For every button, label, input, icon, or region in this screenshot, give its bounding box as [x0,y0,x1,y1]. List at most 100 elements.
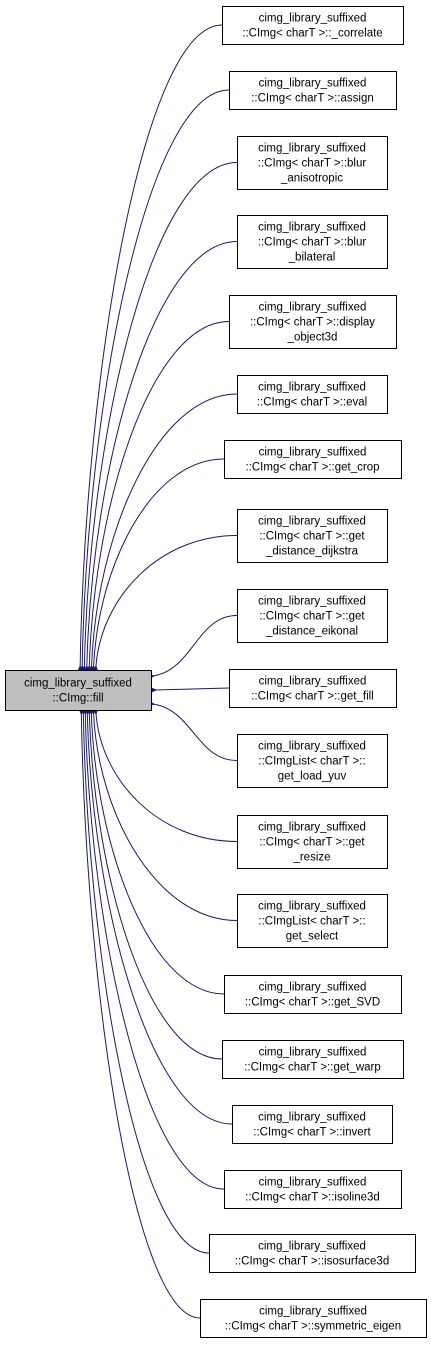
caller-node[interactable]: cimg_library_suffixed::CImg< charT >::sy… [200,1299,427,1338]
caller-node[interactable]: cimg_library_suffixed::CImg< charT >::_c… [222,6,404,45]
caller-node[interactable]: cimg_library_suffixed::CImgList< charT >… [237,734,388,788]
call-edge [89,713,223,1060]
caller-node[interactable]: cimg_library_suffixed::CImg< charT >::in… [232,1105,393,1144]
node-label-line: ::CImg< charT >::blur [258,158,367,170]
node-box [224,975,402,1014]
node-label-line: cimg_library_suffixed [258,596,366,608]
node-label-line: ::CImg< charT >::display [250,317,375,329]
node-label-line: cimg_library_suffixed [259,1177,367,1189]
node-label-line: ::CImgList< charT >:: [258,756,365,768]
call-edge [94,458,225,667]
node-label-line: cimg_library_suffixed [258,741,366,753]
node-label-line: ::CImg< charT >::assign [251,93,374,105]
caller-node[interactable]: cimg_library_suffixed::CImg< charT >::ge… [222,1040,404,1079]
node-label-line: cimg_library_suffixed [258,1112,366,1124]
node-box [237,509,388,563]
caller-node[interactable]: cimg_library_suffixed::CImg< charT >::ge… [224,440,402,479]
node-label-line: cimg_library_suffixed [258,382,366,394]
node-box [5,670,152,711]
node-label-line: cimg_library_suffixed [259,982,367,994]
node-label-line: cimg_library_suffixed [258,516,366,528]
node-label-line: ::CImg< charT >::get_warp [244,1062,381,1074]
node-label-line: cimg_library_suffixed [258,901,366,913]
node-box [232,1105,393,1144]
node-label-line: cimg_library_suffixed [258,1241,366,1253]
node-label-line: ::CImg< charT >::_correlate [242,28,382,40]
call-edge [85,713,225,1190]
node-box [224,1170,402,1209]
node-label-line: ::CImg::fill [52,693,103,705]
call-edge [83,713,210,1254]
node-label-line: get_load_yuv [278,771,347,783]
node-label-line: _object3d [287,332,338,344]
call-edge [153,704,238,761]
nodes: cimg_library_suffixed::CImg< charT >::_c… [5,6,427,1338]
node-box [222,6,404,45]
call-edge [155,688,230,690]
node-box [222,1040,404,1079]
call-edge [87,241,238,668]
caller-node[interactable]: cimg_library_suffixed::CImg< charT >::is… [224,1170,402,1209]
node-label-line: cimg_library_suffixed [259,78,367,90]
node-box [237,375,388,414]
node-label-line: cimg_library_suffixed [259,447,367,459]
node-label-line: ::CImg< charT >::get [259,611,365,623]
node-box [224,440,402,479]
call-edge [82,89,230,667]
node-label-line: _anisotropic [280,173,343,185]
call-edge [92,393,238,667]
caller-node[interactable]: cimg_library_suffixed::CImg< charT >::ev… [237,375,388,414]
node-box [209,1234,416,1273]
call-edge [89,321,230,668]
caller-node[interactable]: cimg_library_suffixed::CImg< charT >::ge… [237,509,388,563]
node-label-line: cimg_library_suffixed [259,676,367,688]
node-box [229,295,397,349]
node-label-line: _resize [292,852,330,864]
node-label-line: ::CImg< charT >::isosurface3d [235,1256,389,1268]
node-label-line: ::CImg< charT >::eval [257,397,367,409]
node-label-line: ::CImg< charT >::symmetric_eigen [225,1321,401,1333]
node-label-line: ::CImgList< charT >:: [258,916,365,928]
node-label-line: ::CImg< charT >::get [259,837,365,849]
call-edge [80,24,223,667]
caller-node[interactable]: cimg_library_suffixed::CImg< charT >::ge… [237,815,388,869]
node-label-line: cimg_library_suffixed [258,143,366,155]
node-label-line: cimg_library_suffixed [259,1306,367,1318]
node-label-line: cimg_library_suffixed [24,678,132,690]
caller-node[interactable]: cimg_library_suffixed::CImg< charT >::ge… [229,669,397,708]
call-edge [94,713,238,921]
caller-node[interactable]: cimg_library_suffixed::CImg< charT >::di… [229,295,397,349]
edges [80,24,238,1319]
node-box [237,734,388,788]
root-node[interactable]: cimg_library_suffixed::CImg::fill [5,670,152,711]
caller-node[interactable]: cimg_library_suffixed::CImg< charT >::ge… [237,589,388,643]
node-label-line: ::CImg< charT >::isoline3d [245,1192,380,1204]
node-label-line: cimg_library_suffixed [258,222,366,234]
node-label-line: cimg_library_suffixed [259,302,367,314]
node-box [229,669,397,708]
node-label-line: cimg_library_suffixed [258,822,366,834]
node-box [237,815,388,869]
call-edge [96,535,238,668]
node-label-line: cimg_library_suffixed [259,13,367,25]
node-label-line: ::CImg< charT >::get_fill [251,691,374,703]
call-edge [153,615,238,677]
node-label-line: get_select [286,931,339,943]
node-box [229,71,397,110]
node-label-line: ::CImg< charT >::invert [253,1127,371,1139]
node-box [237,215,388,269]
caller-node[interactable]: cimg_library_suffixed::CImg< charT >::as… [229,71,397,110]
caller-node[interactable]: cimg_library_suffixed::CImg< charT >::bl… [237,215,388,269]
node-box [237,136,388,190]
caller-node[interactable]: cimg_library_suffixed::CImg< charT >::ge… [224,975,402,1014]
caller-node[interactable]: cimg_library_suffixed::CImg< charT >::bl… [237,136,388,190]
caller-node[interactable]: cimg_library_suffixed::CImg< charT >::is… [209,1234,416,1273]
node-box [237,894,388,948]
call-edge [84,162,238,668]
node-label-line: ::CImg< charT >::get_crop [245,462,379,474]
caller-node[interactable]: cimg_library_suffixed::CImgList< charT >… [237,894,388,948]
call-edge [87,713,233,1125]
call-edge [91,713,225,995]
node-label-line: _distance_eikonal [265,626,358,638]
